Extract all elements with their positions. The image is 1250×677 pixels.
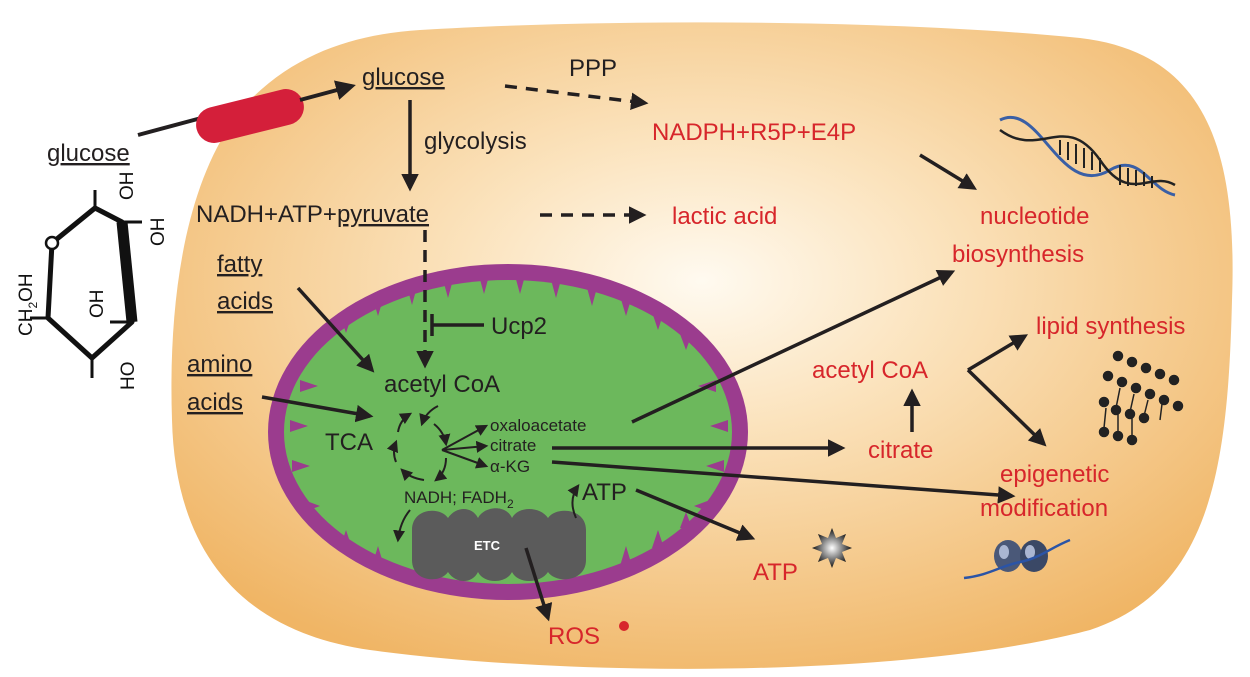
fatty-label-2: acids xyxy=(217,288,273,315)
tca-label: TCA xyxy=(325,429,373,456)
ho-label: HO xyxy=(118,362,139,391)
arrow-akg-to-epigenetic xyxy=(551,460,1016,504)
arrow-fatty-acids xyxy=(296,286,375,373)
arrow-amino-acids xyxy=(261,395,374,423)
atp-cyto-label: ATP xyxy=(753,559,798,586)
glycolysis-label: glycolysis xyxy=(424,128,527,155)
ucp2-label: Ucp2 xyxy=(491,313,547,340)
tca-product-arrows xyxy=(441,424,489,469)
atp-starburst-icon xyxy=(812,528,852,568)
glucose-transporter xyxy=(196,89,304,143)
amino-label-2: acids xyxy=(187,389,243,416)
ros-dot-icon xyxy=(619,621,629,631)
lipid-bilayer-icon xyxy=(1098,350,1184,446)
arrow-to-epigenetic xyxy=(966,368,1047,447)
lipid-synthesis-label: lipid synthesis xyxy=(1036,313,1185,340)
glucose-structure: OH OH OH HO CH2OH xyxy=(16,172,169,391)
arrow-nadh-to-etc xyxy=(393,509,411,543)
nadh-fadh-label: NADH; FADH2 xyxy=(404,488,514,511)
oxaloacetate-label: oxaloacetate xyxy=(490,416,586,435)
lactic-acid-label: lactic acid xyxy=(672,203,777,230)
nadph-label: NADPH+R5P+E4P xyxy=(652,119,856,146)
etc-label: ETC xyxy=(474,538,501,553)
glucose-inside-label: glucose xyxy=(362,64,445,91)
epigenetic-label-2: modification xyxy=(980,495,1108,522)
akg-label: α-KG xyxy=(490,457,530,476)
citrate-mito-label: citrate xyxy=(490,436,536,455)
arrow-atp-export xyxy=(635,488,756,541)
ch2oh-label: CH2OH xyxy=(16,273,40,336)
arrow-oxaloacetate-to-nucleotide xyxy=(631,270,956,424)
transporter-line-left xyxy=(137,115,206,137)
epigenetic-label-1: epigenetic xyxy=(1000,461,1109,488)
oh-label-1: OH xyxy=(117,172,138,201)
glucose-outside-label: glucose xyxy=(47,140,130,167)
etc-complex xyxy=(412,508,586,581)
arrow-to-lipid-synthesis xyxy=(967,334,1029,372)
arrow-transporter-to-glucose xyxy=(299,80,356,102)
tca-cycle-arrows xyxy=(386,405,451,482)
nucleosome-icon xyxy=(963,538,1071,580)
ppp-label: PPP xyxy=(569,55,617,82)
atp-mito-label: ATP xyxy=(582,479,627,506)
arrow-etc-to-atp xyxy=(567,484,580,519)
oh-label-3: OH xyxy=(87,290,108,319)
citrate-cyto-label: citrate xyxy=(868,437,933,464)
nadh-atp-pyruvate-label: NADH+ATP+pyruvate xyxy=(196,201,429,228)
oh-label-2: OH xyxy=(148,218,169,247)
nucleotide-label-1: nucleotide xyxy=(980,203,1089,230)
nucleotide-label-2: biosynthesis xyxy=(952,241,1084,268)
fatty-label-1: fatty xyxy=(217,251,262,278)
mitochondrion-matrix xyxy=(284,280,732,584)
acetyl-coa-mito-label: acetyl CoA xyxy=(384,371,500,398)
arrow-ppp xyxy=(504,84,649,110)
ros-label: ROS xyxy=(548,623,600,650)
dna-icon xyxy=(999,116,1176,197)
amino-label-1: amino xyxy=(187,351,252,378)
arrow-nadph-to-nucleotide xyxy=(919,153,977,190)
arrow-etc-to-ros xyxy=(524,547,553,622)
acetyl-coa-cyto-label: acetyl CoA xyxy=(812,357,928,384)
